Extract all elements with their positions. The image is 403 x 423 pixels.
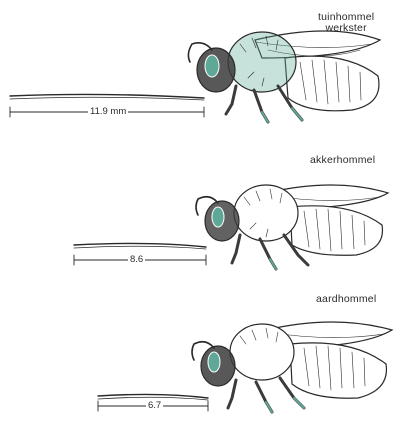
leg bbox=[266, 402, 272, 412]
compound-eye bbox=[205, 55, 219, 77]
proboscis bbox=[74, 246, 206, 249]
bee-panel-aardhommel: aardhommel 6.7 bbox=[0, 282, 403, 423]
bee-panel-tuinhommel: tuinhommel werkster bbox=[0, 0, 403, 141]
thorax bbox=[228, 32, 296, 92]
thorax bbox=[234, 185, 298, 241]
tongue-length-label: 8.6 bbox=[128, 255, 145, 265]
leg bbox=[228, 380, 236, 408]
tongue-length-label: 11.9 mm bbox=[88, 107, 128, 117]
abdomen bbox=[290, 206, 382, 255]
leg bbox=[294, 398, 304, 408]
leg bbox=[226, 86, 236, 114]
compound-eye bbox=[208, 352, 220, 372]
bee-illustration bbox=[0, 282, 403, 423]
leg bbox=[270, 259, 276, 269]
abdomen bbox=[285, 56, 379, 111]
thorax bbox=[230, 324, 294, 380]
bee-illustration bbox=[0, 141, 403, 282]
compound-eye bbox=[212, 207, 224, 227]
leg bbox=[262, 112, 268, 122]
bee-illustration bbox=[0, 0, 403, 141]
tongue-length-label: 6.7 bbox=[146, 401, 163, 411]
leg bbox=[232, 235, 240, 263]
leg bbox=[292, 108, 302, 120]
bee-panel-akkerhommel: akkerhommel 8.6 bbox=[0, 141, 403, 282]
proboscis bbox=[10, 97, 204, 100]
